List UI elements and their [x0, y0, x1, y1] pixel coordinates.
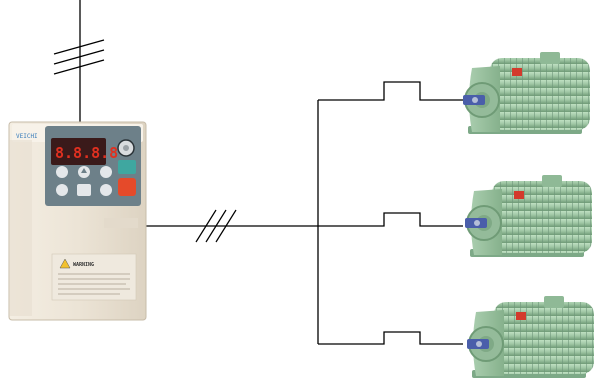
output-phase-ticks	[195, 209, 237, 243]
inverter-brand: VEICHI	[16, 133, 38, 140]
supply-phase-ticks	[53, 39, 105, 75]
warning-title: WARNING	[73, 262, 94, 268]
motor-3	[467, 296, 594, 378]
key-3[interactable]	[100, 166, 112, 178]
display-readout: 8.8.8.8	[55, 144, 118, 162]
inverter: VEICHI 8.8.8.8 WARNING	[8, 121, 147, 321]
branch-motor-3	[318, 331, 463, 345]
warning-label: WARNING	[51, 253, 137, 301]
branch-motor-2	[318, 212, 463, 227]
key-6[interactable]	[100, 184, 112, 196]
run-key[interactable]	[118, 178, 136, 196]
motor-1	[463, 52, 590, 134]
key-5[interactable]	[77, 184, 91, 196]
branch-motor-1	[318, 81, 463, 101]
func-key[interactable]	[118, 160, 136, 174]
key-4[interactable]	[56, 184, 68, 196]
key-1[interactable]	[56, 166, 68, 178]
keypad-panel: 8.8.8.8	[45, 126, 141, 206]
motor-2	[465, 175, 592, 257]
